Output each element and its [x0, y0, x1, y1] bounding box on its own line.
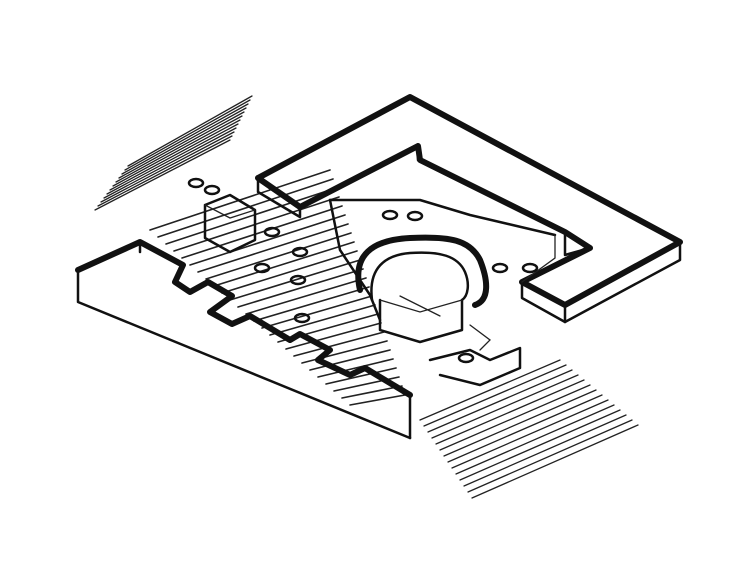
hatch-line	[285, 322, 382, 350]
ground-hatching-right	[419, 359, 639, 499]
tree-icon	[381, 209, 399, 221]
tree-icon	[406, 210, 424, 222]
hatch-line	[317, 358, 394, 378]
hatch-line	[245, 277, 367, 315]
hatch-line	[213, 241, 355, 287]
hatch-line	[124, 99, 251, 171]
hatch-line	[237, 268, 364, 308]
hatch-line	[165, 187, 337, 245]
hatch-line	[157, 178, 334, 238]
courtyard-volume	[328, 198, 557, 322]
hatch-line	[100, 131, 235, 203]
hatch-line	[439, 384, 591, 451]
hatch-line	[431, 374, 579, 439]
hatch-line	[94, 139, 231, 211]
hatch-line	[103, 127, 237, 199]
hatch-line	[455, 404, 615, 475]
hatch-line	[253, 286, 370, 322]
top-wing	[255, 94, 683, 324]
hatch-line	[97, 135, 233, 207]
hatch-line	[261, 295, 373, 329]
hatch-line	[197, 223, 349, 273]
tree-icon	[187, 177, 205, 189]
tree-icon	[203, 184, 221, 196]
central-pavilion	[355, 234, 490, 344]
hatch-line	[435, 379, 585, 445]
trees	[187, 177, 539, 364]
hatch-line	[205, 232, 352, 280]
hatch-line	[341, 385, 403, 399]
ground-hatching-left	[94, 95, 253, 211]
hatch-line	[325, 367, 397, 385]
courtyard-hatching	[149, 169, 406, 406]
hatch-line	[459, 409, 621, 481]
hatch-line	[471, 424, 639, 499]
hatch-line	[189, 214, 346, 266]
hatch-line	[269, 304, 376, 336]
hatch-line	[349, 394, 406, 406]
tree-icon	[491, 262, 509, 274]
tree-icon	[289, 274, 307, 286]
hatch-line	[229, 259, 361, 301]
hatch-line	[451, 399, 609, 469]
tree-icon	[457, 352, 475, 364]
tree-icon	[293, 312, 311, 324]
hatch-line	[127, 95, 253, 167]
hatch-line	[447, 394, 603, 463]
left-wing	[75, 239, 413, 440]
hatch-line	[109, 119, 241, 191]
hatch-line	[173, 196, 340, 252]
hatch-line	[423, 364, 567, 427]
hatch-line	[419, 359, 561, 421]
hatch-line	[115, 111, 245, 183]
hatch-line	[221, 250, 358, 294]
hatch-line	[112, 115, 243, 187]
tree-icon	[291, 246, 309, 258]
hatch-line	[121, 103, 249, 175]
hatch-line	[427, 369, 573, 433]
hatch-line	[309, 349, 391, 371]
hatch-line	[443, 389, 597, 457]
tree-icon	[521, 262, 539, 274]
small-structures	[203, 193, 522, 387]
hatch-line	[181, 205, 343, 259]
hatch-line	[463, 414, 627, 487]
tree-icon	[253, 262, 271, 274]
hatch-line	[467, 419, 633, 493]
hatch-line	[118, 107, 247, 179]
hatch-line	[106, 123, 239, 195]
hatch-line	[293, 331, 385, 357]
tree-icon	[263, 226, 281, 238]
